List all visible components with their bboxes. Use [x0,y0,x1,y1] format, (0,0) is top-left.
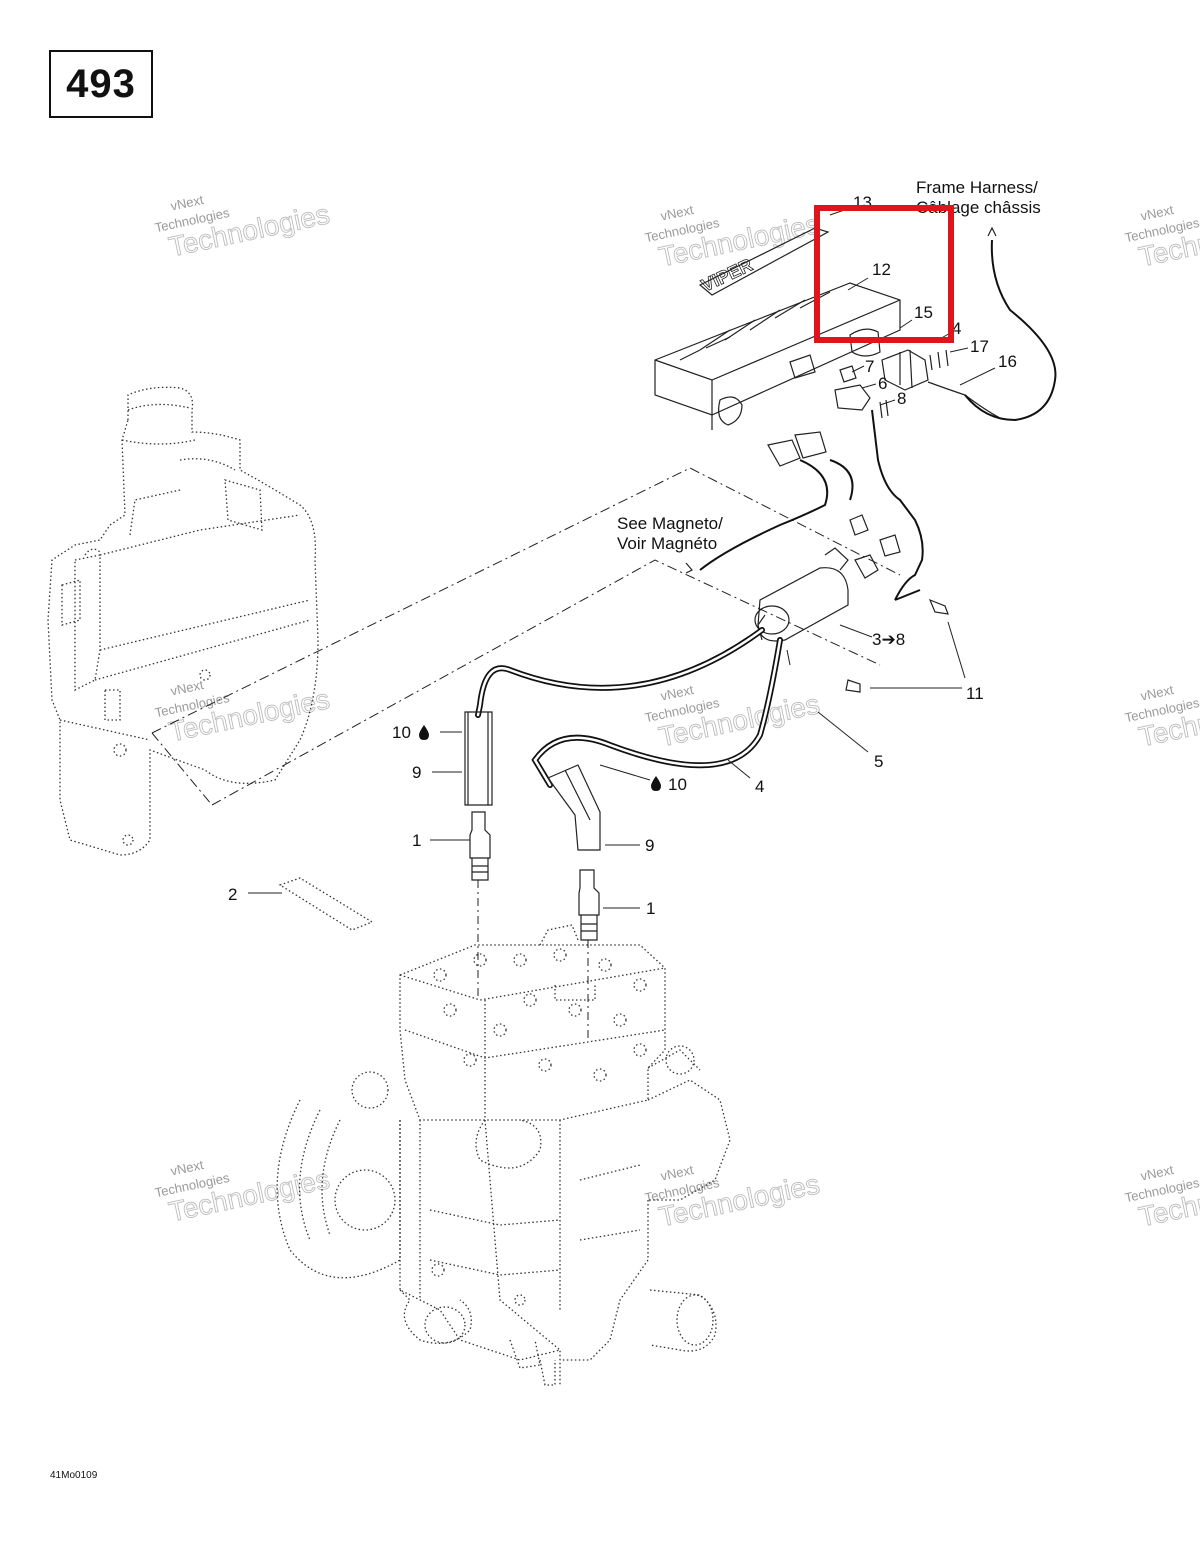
callout-11[interactable]: 11 [966,684,984,703]
spark-plugs [469,811,600,941]
oil-drop-icon [651,776,661,791]
callout-5[interactable]: 5 [874,752,883,771]
harness-connectors [699,349,1001,601]
watermark: vNext Technologies Technologies [643,682,822,753]
callout-3-to-8[interactable]: 3➔8 [872,630,905,649]
watermark: vNext Technologies Technologies [643,202,822,273]
svg-text:vNext: vNext [659,1162,695,1184]
highlight-box [814,205,954,343]
svg-text:vNext: vNext [1139,202,1175,224]
engine-drawing [276,924,731,1386]
magneto-arrow-icon [685,562,693,574]
svg-text:vNext: vNext [659,202,695,224]
callout-8[interactable]: 8 [897,389,906,408]
callout-7[interactable]: 7 [865,357,874,376]
callout-17[interactable]: 17 [970,337,989,356]
high-tension-wires [475,627,783,788]
frame-harness-label-fr: Câblage châssis [916,198,1041,217]
leader-lines [248,207,996,909]
watermark: vNext Technologies Technologies [643,1162,822,1233]
callout-16[interactable]: 16 [998,352,1017,371]
callout-9-right[interactable]: 9 [645,836,654,855]
watermark: vNext Technologies Technologies [1123,202,1200,273]
frame-harness-wire [964,226,1057,422]
svg-text:vNext: vNext [169,1157,205,1179]
watermark: vNext Technologies Technologies [1123,682,1200,753]
magneto-label-fr: Voir Magnéto [617,534,717,553]
frame-harness-label-en: Frame Harness/ [916,178,1038,197]
watermark: vNext Technologies Technologies [153,192,332,263]
callouts: 10 9 1 2 9 1 10 4 3➔8 5 11 13 12 15 4 17… [228,193,1017,918]
frame-harness-reference: Frame Harness/ Câblage châssis [916,178,1041,217]
callout-15[interactable]: 15 [914,303,933,322]
svg-text:vNext: vNext [169,192,205,214]
watermarks: vNext Technologies Technologies vNext Te… [153,192,1200,1233]
watermark: vNext Technologies Technologies [1123,1162,1200,1233]
callout-12[interactable]: 12 [872,260,891,279]
figure-code: 41Mo0109 [50,1470,98,1481]
spark-plug-caps [464,711,601,851]
callout-6[interactable]: 6 [878,374,887,393]
oil-tank-drawing [47,386,319,856]
page-number: 493 [66,61,136,106]
callout-1-right[interactable]: 1 [646,899,655,918]
callout-2[interactable]: 2 [228,885,237,904]
watermark: vNext Technologies Technologies [153,1157,332,1228]
callout-1-left[interactable]: 1 [412,831,421,850]
svg-text:vNext: vNext [1139,682,1175,704]
svg-text:vNext: vNext [169,677,205,699]
svg-text:vNext: vNext [1139,1162,1175,1184]
decal-part [278,877,374,931]
magneto-reference: See Magneto/ Voir Magnéto [617,514,723,553]
callout-4-connector[interactable]: 4 [952,319,961,338]
callout-9-left[interactable]: 9 [412,763,421,782]
callout-10-right[interactable]: 10 [668,775,687,794]
magneto-label-en: See Magneto/ [617,514,723,533]
page-number-box: 493 [49,50,153,118]
phantom-outline [151,467,901,806]
callout-10-left[interactable]: 10 [392,723,411,742]
callout-4-wire[interactable]: 4 [755,777,764,796]
oil-drop-icon [419,725,429,740]
svg-text:vNext: vNext [659,682,695,704]
watermark: vNext Technologies Technologies [153,677,332,748]
